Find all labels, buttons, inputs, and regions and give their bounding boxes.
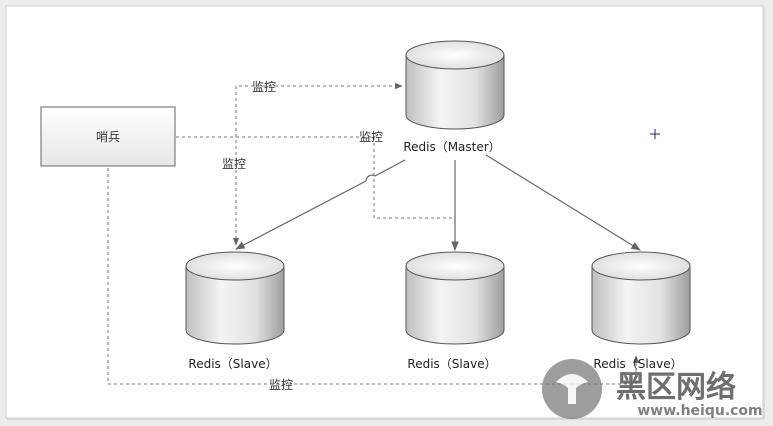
master-node — [405, 40, 505, 130]
monitor-label-master: 监控 — [252, 80, 276, 94]
replication-arrow-slave-3 — [485, 154, 641, 251]
slave-node-3 — [591, 251, 691, 345]
slave-node-1 — [185, 251, 285, 345]
slave-label-2: Redis（Slave） — [407, 357, 496, 371]
sentinel-label: 哨兵 — [96, 129, 120, 144]
slave-label-1: Redis（Slave） — [188, 357, 277, 371]
sentinel-node — [40, 106, 176, 167]
master-label: Redis（Master） — [403, 140, 500, 154]
monitor-line-master — [232, 82, 403, 246]
crosshair-icon — [650, 129, 660, 139]
watermark-url: www.heiqu.com — [637, 403, 762, 419]
monitor-line-slave-3 — [107, 168, 640, 385]
watermark: 黑区网络 www.heiqu.com — [542, 359, 763, 419]
watermark-text: 黑区网络 — [616, 370, 736, 405]
slave-label-3: Redis（Slave） — [593, 357, 682, 371]
monitor-label-slave-1: 监控 — [222, 157, 246, 171]
monitor-line-slave-2 — [176, 136, 454, 219]
monitor-label-slave-3: 监控 — [269, 378, 293, 392]
monitor-label-slave-2: 监控 — [359, 130, 383, 144]
slave-node-2 — [405, 251, 505, 345]
